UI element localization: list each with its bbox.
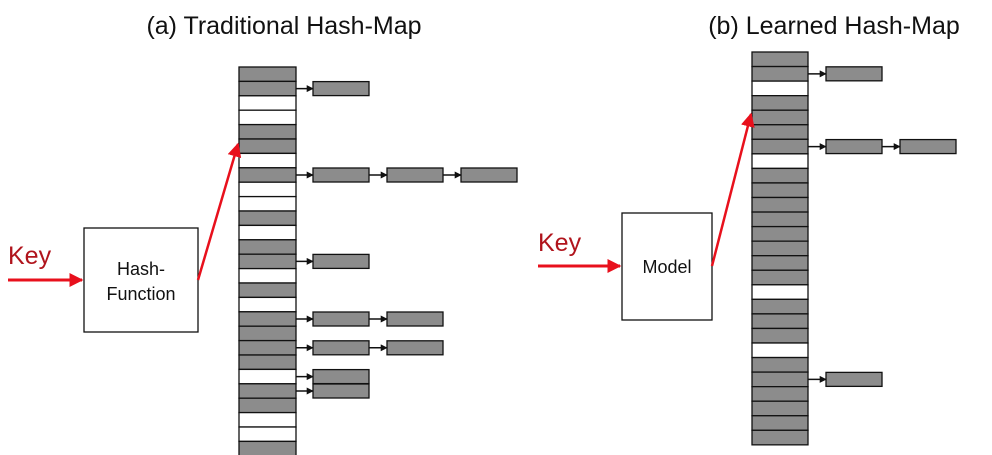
bucket-slot-traditional-0: [238, 66, 297, 83]
bucket-slot-traditional-22: [238, 383, 297, 399]
bucket-slot-traditional-7: [238, 167, 297, 183]
panel-title-learned: (b) Learned Hash-Map: [708, 12, 960, 40]
overflow-chains-learned: [808, 66, 957, 388]
bucket-slot-traditional-12: [238, 239, 297, 255]
bucket-slot-learned-1: [751, 65, 809, 82]
chain-node-traditional-17-1: [386, 311, 444, 327]
hash-output-arrow-traditional: [196, 142, 242, 281]
bucket-slot-traditional-13: [238, 253, 297, 270]
bucket-slot-traditional-26: [238, 440, 297, 455]
model-output-arrow-learned: [710, 112, 755, 267]
bucket-slot-traditional-16: [238, 296, 297, 313]
chain-node-traditional-1-0: [312, 80, 370, 97]
chain-node-traditional-7-1: [386, 167, 444, 183]
bucket-slot-learned-12: [751, 225, 809, 242]
bucket-slot-learned-26: [751, 429, 809, 446]
bucket-slot-traditional-9: [238, 195, 297, 212]
bucket-slot-learned-9: [751, 182, 809, 199]
bucket-slot-traditional-2: [238, 95, 297, 111]
chain-node-traditional-19-0: [312, 340, 370, 356]
bucket-slot-traditional-20: [238, 354, 297, 371]
chain-node-traditional-22-0: [312, 383, 370, 399]
bucket-slot-learned-25: [751, 415, 809, 431]
panel-traditional-hash-map: (a) Traditional Hash-Map Key Hash- Funct…: [8, 12, 518, 455]
bucket-slot-traditional-3: [238, 109, 297, 126]
hash-function-box: [83, 227, 199, 333]
bucket-slot-learned-21: [751, 356, 809, 373]
bucket-slot-traditional-15: [238, 282, 297, 299]
key-label-learned: Key: [538, 229, 582, 257]
bucket-slot-traditional-25: [238, 426, 297, 443]
bucket-slot-learned-14: [751, 255, 809, 271]
bucket-slot-traditional-19: [238, 339, 297, 356]
bucket-slot-learned-3: [751, 95, 809, 111]
bucket-slot-learned-11: [751, 211, 809, 228]
bucket-slot-learned-6: [751, 138, 809, 155]
bucket-slot-learned-10: [751, 196, 809, 213]
bucket-slot-learned-15: [751, 269, 809, 286]
overflow-chains-traditional: [296, 80, 518, 399]
bucket-slot-learned-17: [751, 298, 809, 315]
chain-node-learned-6-1: [899, 138, 957, 155]
bucket-slot-traditional-5: [238, 138, 297, 155]
chain-node-traditional-21-0: [312, 368, 370, 385]
bucket-array-learned: [751, 51, 809, 446]
bucket-slot-traditional-4: [238, 123, 297, 140]
bucket-slot-learned-18: [751, 313, 809, 330]
chain-node-traditional-13-0: [312, 253, 370, 270]
bucket-slot-traditional-17: [238, 311, 297, 327]
bucket-slot-learned-2: [751, 80, 809, 97]
bucket-slot-traditional-6: [238, 152, 297, 169]
bucket-array-traditional: [238, 66, 297, 455]
bucket-slot-traditional-24: [238, 411, 297, 428]
bucket-slot-traditional-1: [238, 80, 297, 97]
hash-function-label-line1: Hash-: [117, 259, 165, 279]
bucket-slot-learned-19: [751, 327, 809, 344]
bucket-slot-traditional-21: [238, 368, 297, 385]
bucket-slot-traditional-18: [238, 325, 297, 342]
bucket-slot-learned-22: [751, 371, 809, 388]
chain-node-learned-6-0: [825, 138, 883, 155]
model-box: [621, 212, 713, 321]
chain-node-traditional-19-1: [386, 340, 444, 356]
panel-learned-hash-map: (b) Learned Hash-Map Key Model: [538, 12, 960, 446]
bucket-slot-traditional-10: [238, 210, 297, 227]
chain-node-learned-22-0: [825, 371, 883, 388]
bucket-slot-traditional-14: [238, 267, 297, 284]
hash-function-label-line2: Function: [106, 284, 175, 304]
bucket-slot-learned-23: [751, 385, 809, 402]
bucket-slot-learned-8: [751, 167, 809, 184]
bucket-slot-traditional-11: [238, 224, 297, 241]
key-label-traditional: Key: [8, 242, 52, 270]
chain-node-traditional-17-0: [312, 311, 370, 327]
chain-node-traditional-7-0: [312, 167, 370, 183]
bucket-slot-learned-16: [751, 284, 809, 300]
chain-node-traditional-7-2: [460, 167, 518, 183]
bucket-slot-learned-7: [751, 153, 809, 170]
bucket-slot-traditional-8: [238, 181, 297, 198]
bucket-slot-traditional-23: [238, 397, 297, 414]
model-label: Model: [642, 257, 691, 277]
bucket-slot-learned-24: [751, 400, 809, 417]
bucket-slot-learned-5: [751, 124, 809, 140]
bucket-slot-learned-4: [751, 109, 809, 126]
chain-node-learned-1-0: [825, 66, 883, 82]
bucket-slot-learned-0: [751, 51, 809, 68]
bucket-slot-learned-20: [751, 342, 809, 359]
bucket-slot-learned-13: [751, 240, 809, 257]
panel-title-traditional: (a) Traditional Hash-Map: [146, 12, 421, 40]
